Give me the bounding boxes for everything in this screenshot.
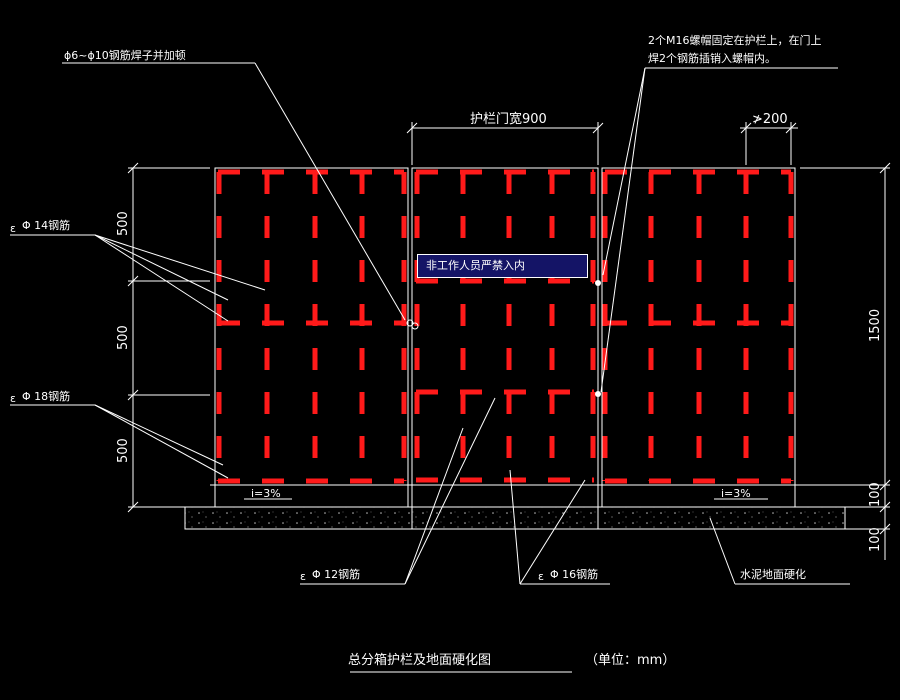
panel-frames xyxy=(214,167,796,529)
rebar14-label: Φ 14钢筋 xyxy=(22,218,70,232)
hoop-note: ϕ6~ϕ10钢筋焊子并加顿 xyxy=(64,48,186,62)
rebar12-label: Φ 12钢筋 xyxy=(312,567,360,581)
leader-lines xyxy=(10,62,850,585)
slope-right: i=3% xyxy=(721,487,751,500)
base-dim-1: 100 xyxy=(868,482,883,507)
warning-sign-text: 非工作人员严禁入内 xyxy=(426,259,525,272)
left-dim-2: 500 xyxy=(116,325,131,350)
drawing-title: 总分箱护栏及地面硬化图 xyxy=(348,652,491,668)
warning-sign: 非工作人员严禁入内 xyxy=(417,254,588,278)
rebar14-prefix: ɛ xyxy=(10,222,16,235)
hinge-markers xyxy=(406,280,601,397)
bolt-note-line2: 焊2个钢筋插销入螺帽内。 xyxy=(648,51,776,65)
rebar16-prefix: ɛ xyxy=(538,570,544,583)
rebar16-label: Φ 16钢筋 xyxy=(550,567,598,581)
left-panel-rebar xyxy=(216,169,407,484)
concrete-label: 水泥地面硬化 xyxy=(740,567,806,581)
left-dim-3: 500 xyxy=(116,438,131,463)
unit-note: （单位：mm） xyxy=(585,653,675,668)
left-dim-1: 500 xyxy=(116,211,131,236)
rebar18-label: Φ 18钢筋 xyxy=(22,389,70,403)
rebar18-prefix: ɛ xyxy=(10,392,16,405)
dimension-lines xyxy=(127,122,891,560)
rebar12-prefix: ɛ xyxy=(300,570,306,583)
bolt-note-line1: 2个M16螺帽固定在护栏上，在门上 xyxy=(648,33,822,47)
right-panel-rebar xyxy=(602,169,794,484)
gate-width-dim: 护栏门宽900 xyxy=(470,111,547,127)
spacing-dim: ≯200 xyxy=(752,112,788,127)
slope-left: i=3% xyxy=(251,487,281,500)
base-dim-2: 100 xyxy=(868,527,883,552)
total-height-dim: 1500 xyxy=(868,309,883,342)
gate-panel-rebar xyxy=(414,169,596,483)
